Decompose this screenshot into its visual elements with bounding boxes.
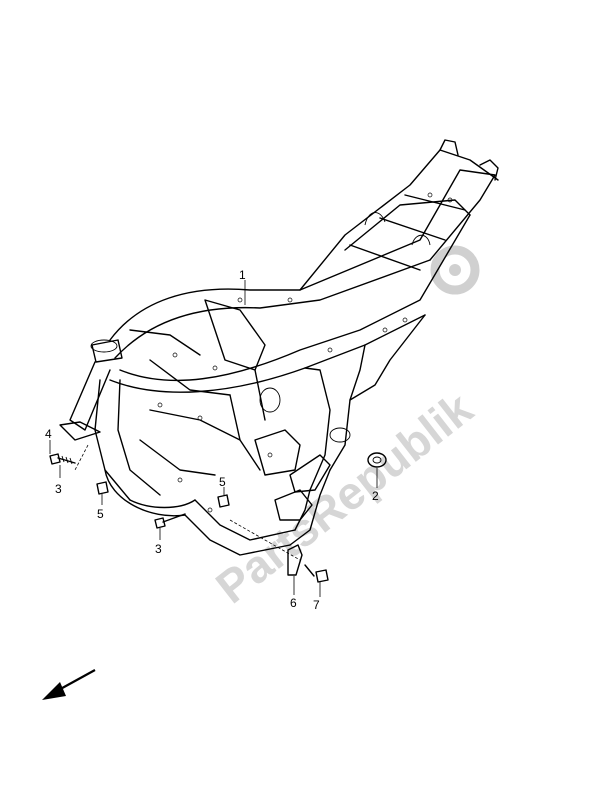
- nut-part-5-left: [96, 481, 109, 495]
- leader-lines: [49, 280, 378, 597]
- bracket-part-6: [287, 544, 303, 576]
- front-arrow-icon: [42, 669, 96, 700]
- callout-5-middle: 5: [219, 475, 226, 489]
- washer-part-2: [367, 452, 387, 468]
- bolt-part-3-middle: [154, 513, 186, 529]
- small-parts: [49, 452, 387, 583]
- callout-4: 4: [45, 427, 52, 441]
- callout-1: 1: [239, 268, 246, 282]
- bolt-holes: [157, 192, 453, 513]
- bolt-part-7: [304, 564, 329, 583]
- watermark-text: PartsRepublik: [206, 382, 482, 614]
- gear-icon: [430, 245, 480, 295]
- watermark: PartsRepublik: [206, 245, 482, 614]
- bolt-part-3-left: [49, 453, 76, 465]
- callout-3-left: 3: [55, 482, 62, 496]
- callout-5-left: 5: [97, 507, 104, 521]
- callout-2: 2: [372, 489, 379, 503]
- callouts: 1 2 3 3 4 5 5 6 7: [45, 268, 379, 612]
- callout-3-middle: 3: [155, 542, 162, 556]
- motorcycle-frame: [59, 139, 499, 556]
- callout-7: 7: [313, 598, 320, 612]
- callout-6: 6: [290, 596, 297, 610]
- nut-part-5-middle: [217, 494, 230, 508]
